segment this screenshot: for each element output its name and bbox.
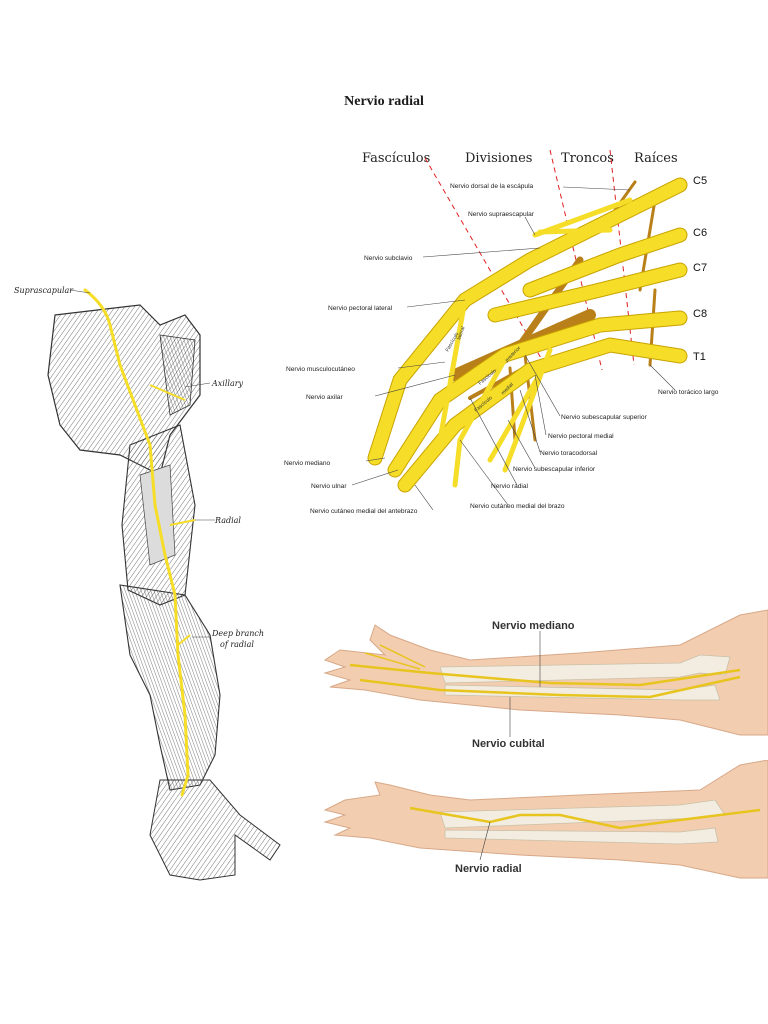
label-pectoral-medial: Nervio pectoral medial bbox=[548, 433, 614, 440]
root-c6: C6 bbox=[693, 227, 707, 239]
forearm-radial-illustration: Nervio radial bbox=[323, 760, 768, 879]
arm-label-deep-branch-2: of radial bbox=[220, 640, 254, 649]
header-troncos: Troncos bbox=[561, 151, 614, 166]
label-axilar: Nervio axilar bbox=[306, 394, 343, 401]
arm-label-radial: Radial bbox=[214, 516, 241, 525]
label-toracico-largo: Nervio torácico largo bbox=[658, 389, 719, 396]
arm-label-axillary: Axillary bbox=[211, 379, 244, 388]
root-c8: C8 bbox=[693, 308, 707, 320]
header-fasciculos: Fascículos bbox=[362, 151, 430, 166]
label-cutaneo-antebrazo: Nervio cutáneo medial del antebrazo bbox=[310, 508, 418, 515]
label-toracodorsal: Nervio toracodorsal bbox=[540, 450, 598, 457]
arm-engraving-illustration: Suprascapular Axillary Radial Deep branc… bbox=[14, 286, 281, 881]
label-nervio-cubital: Nervio cubital bbox=[472, 738, 545, 750]
root-c5: C5 bbox=[693, 175, 707, 187]
header-divisiones: Divisiones bbox=[465, 151, 532, 166]
cord-lateral-b: lateral bbox=[456, 326, 466, 341]
label-supraescapular: Nervio supraescapular bbox=[468, 211, 535, 218]
header-raices: Raíces bbox=[634, 151, 678, 166]
label-subescapular-inferior: Nervio subescapular inferior bbox=[513, 466, 596, 473]
brachial-plexus-diagram: Fascículos Divisiones Troncos Raíces bbox=[284, 149, 719, 515]
label-pectoral-lateral: Nervio pectoral lateral bbox=[328, 305, 393, 312]
label-subclavio: Nervio subclavio bbox=[364, 255, 413, 262]
label-leaders bbox=[351, 186, 676, 511]
label-nervio-radial: Nervio radial bbox=[455, 863, 522, 875]
forearm-median-ulnar-illustration: Nervio mediano Nervio cubital bbox=[323, 609, 768, 750]
arm-label-suprascapular: Suprascapular bbox=[14, 286, 74, 295]
page-title: Nervio radial bbox=[344, 94, 424, 109]
label-musculocutaneo: Nervio musculocutáneo bbox=[286, 366, 355, 373]
root-c7: C7 bbox=[693, 262, 707, 274]
label-cutaneo-brazo: Nervio cutáneo medial del brazo bbox=[470, 503, 565, 510]
arm-label-deep-branch-1: Deep branch bbox=[211, 629, 264, 638]
label-ulnar: Nervio ulnar bbox=[311, 483, 347, 490]
label-radial: Nervio radial bbox=[491, 483, 529, 490]
label-nervio-mediano: Nervio mediano bbox=[492, 620, 575, 632]
label-subescapular-superior: Nervio subescapular superior bbox=[561, 414, 648, 421]
label-dorsal-escapula: Nervio dorsal de la escápula bbox=[450, 183, 534, 190]
root-t1: T1 bbox=[693, 351, 706, 363]
label-mediano: Nervio mediano bbox=[284, 460, 331, 467]
